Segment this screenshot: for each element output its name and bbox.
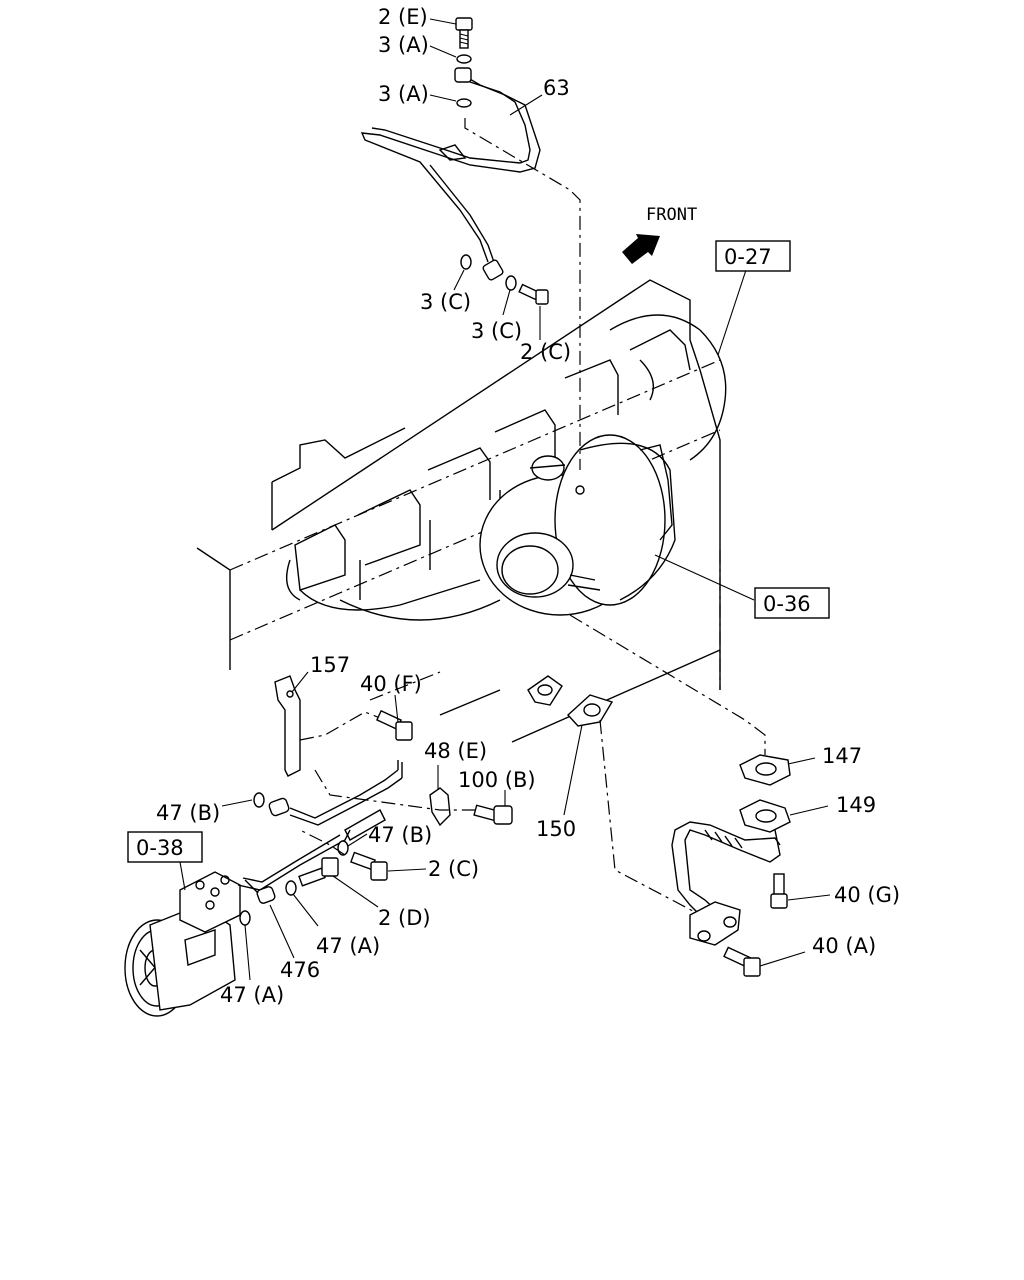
label-2D: 2 (D) bbox=[378, 906, 431, 930]
label-2E: 2 (E) bbox=[378, 5, 428, 29]
bolt-100B bbox=[473, 804, 513, 825]
washer-3A-top bbox=[456, 54, 472, 64]
washer-3A-mid bbox=[456, 98, 472, 108]
bolt-40A bbox=[723, 946, 761, 977]
label-48E: 48 (E) bbox=[424, 739, 487, 763]
washer-47A-mid bbox=[285, 880, 297, 896]
clip-48E bbox=[429, 787, 451, 827]
washer-47B-left bbox=[253, 792, 265, 808]
gasket-147-leader bbox=[569, 614, 766, 755]
part-labels: 2 (E) 3 (A) 3 (A) 63 3 (C) 3 (C) 2 (C) 1… bbox=[156, 5, 900, 1007]
ref-box-0-27: 0-27 bbox=[715, 240, 791, 272]
bolt-2C-top bbox=[518, 283, 549, 305]
label-40A: 40 (A) bbox=[812, 934, 876, 958]
oil-feed-pipe-63 bbox=[360, 67, 541, 281]
label-100B: 100 (B) bbox=[458, 768, 536, 792]
washer-47A-low bbox=[239, 910, 251, 926]
label-2C-top: 2 (C) bbox=[520, 340, 571, 364]
bolt-40G bbox=[770, 873, 788, 909]
ref-box-0-38: 0-38 bbox=[127, 831, 203, 863]
compressor-leader bbox=[299, 829, 346, 856]
label-63: 63 bbox=[543, 76, 570, 100]
label-3C-b: 3 (C) bbox=[471, 319, 522, 343]
bracket-157 bbox=[274, 675, 381, 777]
label-47B-mid: 47 (B) bbox=[368, 823, 432, 847]
label-40G: 40 (G) bbox=[834, 883, 900, 907]
leader-lines bbox=[179, 18, 831, 981]
label-150: 150 bbox=[536, 817, 576, 841]
label-47B-left: 47 (B) bbox=[156, 801, 220, 825]
label-47A-mid: 47 (A) bbox=[316, 934, 380, 958]
ref-0-36-text: 0-36 bbox=[763, 592, 811, 616]
washer-3C-a bbox=[460, 254, 472, 270]
gasket-150 bbox=[567, 694, 614, 727]
label-3A-top: 3 (A) bbox=[378, 33, 429, 57]
ref-box-0-36: 0-36 bbox=[754, 587, 830, 619]
label-476: 476 bbox=[280, 958, 320, 982]
front-label: FRONT bbox=[646, 205, 697, 225]
drain-leader bbox=[599, 719, 711, 921]
oil-return-pipe bbox=[671, 799, 791, 946]
bolt-2C-low bbox=[350, 851, 388, 881]
oil-feed-leader bbox=[464, 118, 581, 470]
front-indicator: FRONT bbox=[622, 205, 697, 264]
bolt-2D bbox=[298, 857, 339, 887]
label-3A-mid: 3 (A) bbox=[378, 82, 429, 106]
washer-3C-b bbox=[505, 275, 517, 291]
label-3C-a: 3 (C) bbox=[420, 290, 471, 314]
ref-0-38-text: 0-38 bbox=[136, 836, 184, 860]
clip-leader bbox=[314, 769, 475, 811]
gasket-upper bbox=[527, 675, 563, 706]
turbocharger bbox=[479, 434, 676, 616]
air-compressor bbox=[124, 871, 241, 1017]
bolt-2E bbox=[455, 17, 473, 49]
label-157: 157 bbox=[310, 653, 350, 677]
label-47A-low: 47 (A) bbox=[220, 983, 284, 1007]
ref-0-27-text: 0-27 bbox=[724, 245, 772, 269]
label-149: 149 bbox=[836, 793, 876, 817]
gasket-147 bbox=[739, 754, 791, 786]
washer-47B-mid bbox=[337, 840, 349, 856]
label-2C-low: 2 (C) bbox=[428, 857, 479, 881]
compressor-pipe bbox=[237, 760, 403, 904]
label-40F: 40 (F) bbox=[360, 672, 422, 696]
label-147: 147 bbox=[822, 744, 862, 768]
bolt-40F bbox=[375, 709, 413, 741]
